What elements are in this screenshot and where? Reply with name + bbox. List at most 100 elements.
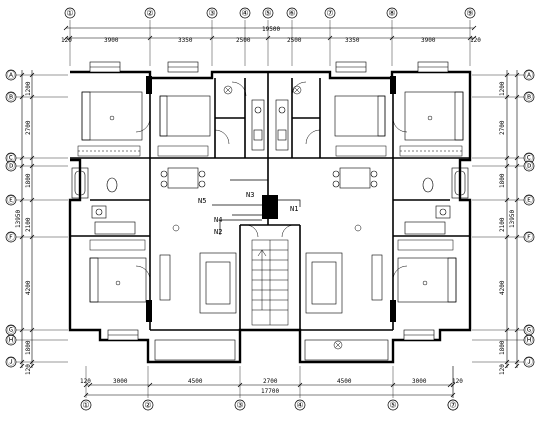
axis-bubble-top-6-label: ⑥ — [288, 9, 295, 18]
dim-top-3: 2500 — [236, 37, 251, 44]
dim-left-2: 2700 — [25, 120, 32, 135]
right-dimension-text: 1200 2700 1800 2100 4200 1800 120 13950 — [499, 81, 516, 375]
axis-bubble-bottom-3: ③ — [234, 399, 246, 411]
axis-bubble-left-3-label: Ⓒ — [7, 154, 15, 163]
axis-bubble-right-3-label: Ⓒ — [525, 154, 533, 163]
axis-bubble-bottom-2: ② — [142, 399, 154, 411]
dim-left-total: 13950 — [15, 210, 22, 228]
axis-bubble-left-8: Ⓗ — [5, 334, 17, 346]
axis-bubble-right-4: Ⓓ — [523, 160, 535, 172]
circuit-label-n1: N1 — [290, 205, 298, 213]
dim-top-edge-right: 120 — [470, 37, 481, 44]
axis-bubble-bottom-3-label: ③ — [236, 401, 243, 410]
axis-bubble-left-2-label: Ⓑ — [7, 93, 15, 102]
dim-top-2: 3350 — [178, 37, 193, 44]
axis-bubble-top-1: ① — [64, 7, 76, 19]
axis-bubble-right-7-label: Ⓖ — [525, 326, 533, 335]
dimension-lines — [21, 27, 518, 396]
axis-bubble-right-6-label: Ⓕ — [525, 233, 533, 242]
axis-bubble-left-2: Ⓑ — [5, 91, 17, 103]
axis-bubble-bottom-7-label: ⑦ — [449, 401, 456, 410]
dim-left-1: 1200 — [25, 81, 32, 96]
dim-right-2: 2700 — [499, 120, 506, 135]
axis-bubbles-left: Ⓐ Ⓑ ⒸⒹ Ⓔ Ⓕ ⒼⒽ Ⓙ — [5, 69, 68, 368]
dimension-ticks — [19, 25, 520, 398]
dim-right-3: 1800 — [499, 173, 506, 188]
dim-bottom-edge-left: 120 — [80, 378, 91, 385]
dim-left-5: 4200 — [25, 280, 32, 295]
axis-bubble-top-8: ⑧ — [386, 7, 398, 19]
axis-bubble-left-5-label: Ⓔ — [7, 196, 15, 205]
axis-bubble-right-3: Ⓒ — [523, 152, 535, 164]
dining-tables — [160, 167, 378, 189]
dim-right-5: 4200 — [499, 280, 506, 295]
dim-bottom-3: 2700 — [263, 378, 278, 385]
circuit-labels: N1 N2 N3 N4 N5 — [198, 191, 298, 236]
stair-core — [251, 239, 289, 326]
axis-bubble-top-3-label: ③ — [208, 9, 215, 18]
axis-bubbles-right: Ⓐ Ⓑ ⒸⒹ Ⓔ Ⓕ ⒼⒽ Ⓙ — [472, 69, 535, 368]
axis-bubble-left-7-label: Ⓖ — [7, 326, 15, 335]
axis-bubble-right-8: Ⓗ — [523, 334, 535, 346]
axis-bubble-bottom-1-label: ① — [82, 401, 89, 410]
axis-bubble-left-4: Ⓓ — [5, 160, 17, 172]
axis-bubble-left-7: Ⓖ — [5, 324, 17, 336]
dim-left-edge-bottom: 120 — [25, 364, 32, 375]
axis-bubble-top-9-label: ⑨ — [466, 9, 473, 18]
axis-bubble-right-7: Ⓖ — [523, 324, 535, 336]
dim-bottom-total: 17700 — [261, 388, 279, 395]
axis-bubble-left-3: Ⓒ — [5, 152, 17, 164]
axis-bubble-left-9: Ⓙ — [5, 356, 17, 368]
windows — [89, 61, 449, 361]
wiring-runs — [212, 179, 301, 235]
circuit-label-n4: N4 — [214, 216, 222, 224]
axis-bubble-left-5: Ⓔ — [5, 194, 17, 206]
axis-bubble-top-1-label: ① — [66, 9, 73, 18]
electrical-symbols — [109, 85, 433, 350]
axis-bubble-top-4: ④ — [239, 7, 251, 19]
dim-left-4: 2100 — [25, 217, 32, 232]
axis-bubble-right-8-label: Ⓗ — [525, 336, 533, 345]
axis-bubble-right-2: Ⓑ — [523, 91, 535, 103]
axis-bubble-right-2-label: Ⓑ — [525, 93, 533, 102]
axis-bubble-left-8-label: Ⓗ — [7, 336, 15, 345]
left-dimension-text: 1200 2700 1800 2100 4200 1800 120 13950 — [15, 81, 32, 375]
axis-bubble-left-1-label: Ⓐ — [7, 71, 15, 80]
axis-bubble-right-6: Ⓕ — [523, 231, 535, 243]
circuit-label-n5: N5 — [198, 197, 206, 205]
axis-bubble-bottom-5-label: ⑤ — [389, 401, 396, 410]
axis-bubble-top-5: ⑤ — [262, 7, 274, 19]
dim-bottom-2: 4500 — [188, 378, 203, 385]
axis-bubble-right-5-label: Ⓔ — [525, 196, 533, 205]
axis-bubble-top-8-label: ⑧ — [388, 9, 395, 18]
axis-bubble-bottom-4-label: ④ — [296, 401, 303, 410]
axis-bubble-bottom-5: ⑤ — [387, 399, 399, 411]
axis-bubble-left-6-label: Ⓕ — [7, 233, 15, 242]
dim-right-1: 1200 — [499, 81, 506, 96]
axis-bubble-right-1: Ⓐ — [523, 69, 535, 81]
axis-bubble-top-7-label: ⑦ — [326, 9, 333, 18]
axis-bubble-bottom-1: ① — [80, 399, 92, 411]
dim-bottom-1: 3000 — [113, 378, 128, 385]
dim-left-3: 1800 — [25, 173, 32, 188]
dim-left-6: 1800 — [25, 340, 32, 355]
dim-right-6: 1800 — [499, 340, 506, 355]
dim-bottom-edge-right: 120 — [452, 378, 463, 385]
dim-right-4: 2100 — [499, 217, 506, 232]
exterior-walls — [68, 70, 472, 364]
axis-bubble-bottom-7: ⑦ — [447, 399, 459, 411]
dim-right-edge-bottom: 120 — [499, 364, 506, 375]
axis-bubble-right-1-label: Ⓐ — [525, 71, 533, 80]
dim-top-edge-left: 120 — [61, 37, 72, 44]
kitchen-fixtures — [251, 99, 289, 151]
dim-top-1: 3900 — [104, 37, 119, 44]
axis-bubble-top-7: ⑦ — [324, 7, 336, 19]
door-swings — [135, 81, 408, 281]
axis-bubble-bottom-4: ④ — [294, 399, 306, 411]
wardrobes — [77, 145, 463, 251]
axis-bubble-right-9-label: Ⓙ — [525, 358, 533, 367]
dim-bottom-5: 3000 — [412, 378, 427, 385]
